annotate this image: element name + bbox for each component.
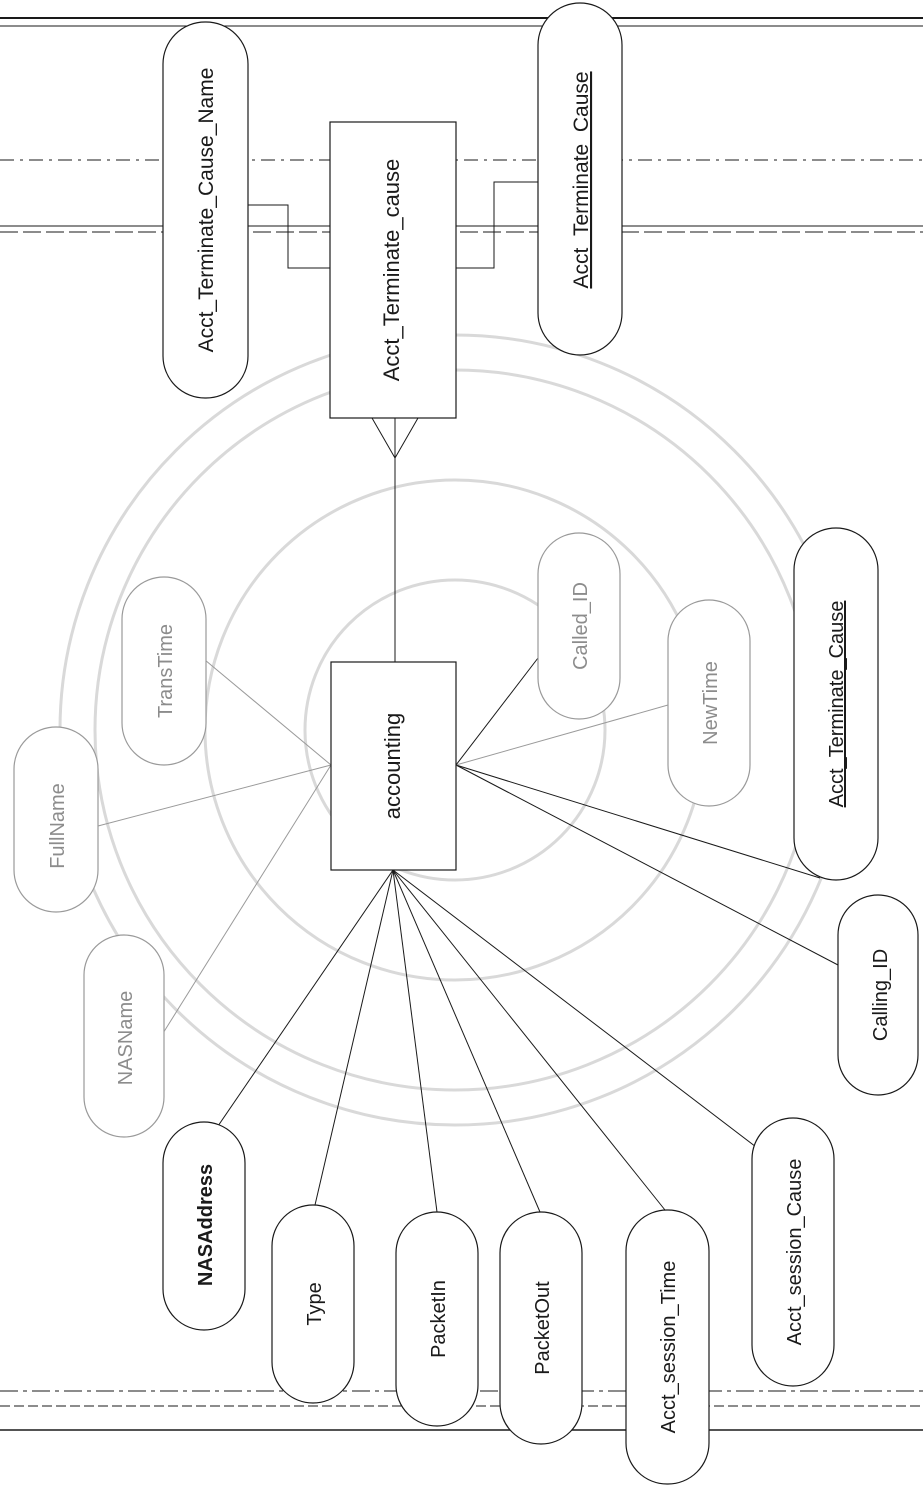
- attribute-newtime: NewTime: [667, 599, 751, 807]
- attribute-label: FullName: [47, 783, 69, 869]
- attribute-calling-id: Calling_ID: [837, 894, 919, 1096]
- connector-lines: [97, 181, 839, 1213]
- attribute-packetout: PacketOut: [499, 1211, 583, 1445]
- attribute-nasaddress: NASAddress: [162, 1121, 246, 1331]
- attribute-acct-session-cause: Acct_session_Cause: [751, 1117, 835, 1387]
- attribute-label: TransTime: [155, 624, 177, 718]
- link-calling-id: [455, 764, 839, 966]
- link-packetin: [392, 869, 438, 1213]
- attribute-packetin: PacketIn: [395, 1211, 479, 1427]
- link-newtime: [455, 704, 669, 766]
- attribute-label: Acct_Terminate_Cause: [826, 601, 848, 808]
- attribute-label: Acct_Terminate_Cause_Name: [195, 68, 218, 353]
- link-packetout: [392, 869, 541, 1213]
- crowfoot-icon: [371, 417, 419, 460]
- attribute-label: PacketOut: [532, 1281, 554, 1375]
- attribute-type: Type: [271, 1204, 355, 1404]
- attribute-label: Calling_ID: [870, 949, 892, 1041]
- link-nasname: [159, 764, 332, 1039]
- link-type: [314, 869, 394, 1206]
- attribute-label: NASName: [115, 991, 137, 1085]
- link-cause-name: [245, 204, 330, 269]
- entity-accounting-label: accounting: [380, 713, 405, 819]
- attribute-acct-terminate-cause-name: Acct_Terminate_Cause_Name: [162, 21, 249, 399]
- attribute-transtime: TransTime: [121, 576, 207, 766]
- attribute-label: Called_ID: [570, 582, 592, 670]
- link-transtime: [204, 659, 332, 766]
- link-fullname: [97, 764, 332, 827]
- attribute-label: Type: [304, 1282, 326, 1325]
- attribute-nasname: NASName: [83, 934, 165, 1138]
- attribute-label: Acct_Terminate_Cause: [570, 71, 593, 288]
- attribute-label: NASAddress: [195, 1164, 217, 1286]
- attribute-label: Acct_session_Time: [658, 1261, 680, 1434]
- attribute-label: Acct_session_Cause: [784, 1159, 806, 1346]
- entity-acct-terminate-cause: Acct_Terminate_cause: [329, 121, 457, 419]
- attribute-acct-session-time: Acct_session_Time: [625, 1209, 710, 1485]
- attribute-acct-terminate-cause-right: Acct_Terminate_Cause: [793, 527, 879, 881]
- page-lines: [0, 17, 923, 1431]
- link-nasaddress: [204, 869, 394, 1146]
- link-acct-cause-right: [455, 764, 821, 879]
- link-session-time: [392, 869, 666, 1211]
- link-cause-key: [456, 181, 538, 269]
- attribute-acct-terminate-cause-key: Acct_Terminate_Cause: [537, 2, 623, 356]
- link-called-id: [455, 657, 539, 766]
- attribute-label: NewTime: [700, 661, 722, 745]
- entity-accounting: accounting: [330, 661, 457, 871]
- link-session-cause: [392, 869, 761, 1151]
- attribute-fullname: FullName: [13, 726, 99, 913]
- attribute-label: PacketIn: [428, 1280, 450, 1358]
- attribute-called-id: Called_ID: [537, 532, 621, 720]
- entity-acct-terminate-cause-label: Acct_Terminate_cause: [379, 159, 404, 382]
